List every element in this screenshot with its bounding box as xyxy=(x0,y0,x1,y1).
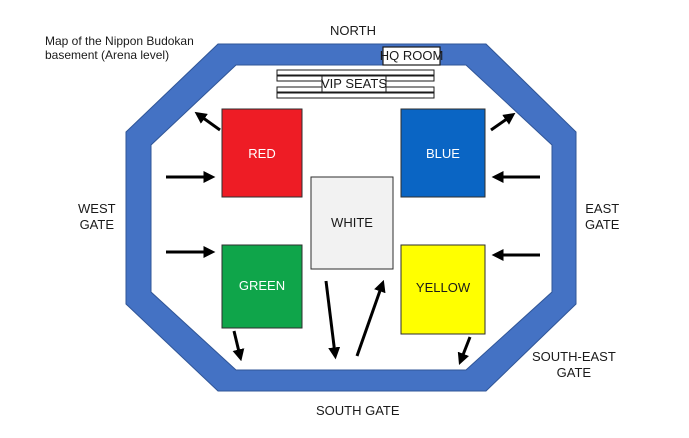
map-title-line-1: Map of the Nippon Budokan xyxy=(45,34,194,48)
zone-red xyxy=(221,108,303,198)
zone-green xyxy=(221,244,303,329)
flow-arrows xyxy=(166,111,540,366)
west-gate-line-1: WEST xyxy=(78,201,116,216)
arrow-red-exit-nw xyxy=(194,111,221,132)
map-title: Map of the Nippon Budokan basement (Aren… xyxy=(45,34,194,62)
north-label: NORTH xyxy=(330,23,376,38)
hq-room-label: HQ ROOM xyxy=(380,48,444,63)
zone-white-label: WHITE xyxy=(331,215,373,230)
zone-yellow xyxy=(400,244,486,335)
zone-blue xyxy=(400,108,486,198)
zone-green-label: GREEN xyxy=(239,278,285,293)
arrow-yellow-exit-s xyxy=(457,336,472,366)
vip-seat-row-1 xyxy=(276,69,435,76)
vip-seat-row-4 xyxy=(276,92,435,99)
west-gate-label: WEST GATE xyxy=(78,201,116,233)
west-gate-line-2: GATE xyxy=(79,217,114,232)
zone-yellow-label: YELLOW xyxy=(416,280,471,295)
east-gate-line-2: GATE xyxy=(585,217,620,232)
south-east-gate-label: SOUTH-EAST GATE xyxy=(532,349,616,381)
arrow-south-to-white xyxy=(355,279,386,357)
map-title-line-2: basement (Arena level) xyxy=(45,48,170,62)
zone-blue-label: BLUE xyxy=(426,146,460,161)
zone-red-label: RED xyxy=(248,146,275,161)
hq-room-box xyxy=(382,46,441,66)
south-east-gate-line-2: GATE xyxy=(556,365,592,380)
east-gate-line-1: EAST xyxy=(585,201,620,216)
zone-white xyxy=(310,176,394,270)
south-gate-label: SOUTH GATE xyxy=(316,403,400,418)
arrow-blue-exit-ne xyxy=(490,112,516,132)
south-east-gate-line-1: SOUTH-EAST xyxy=(532,349,616,364)
east-gate-label: EAST GATE xyxy=(585,201,619,233)
vip-seats-box xyxy=(321,75,387,93)
arrow-white-to-south xyxy=(324,280,341,360)
arrow-green-exit-s xyxy=(232,330,245,362)
vip-seats-label: VIP SEATS xyxy=(321,76,387,91)
